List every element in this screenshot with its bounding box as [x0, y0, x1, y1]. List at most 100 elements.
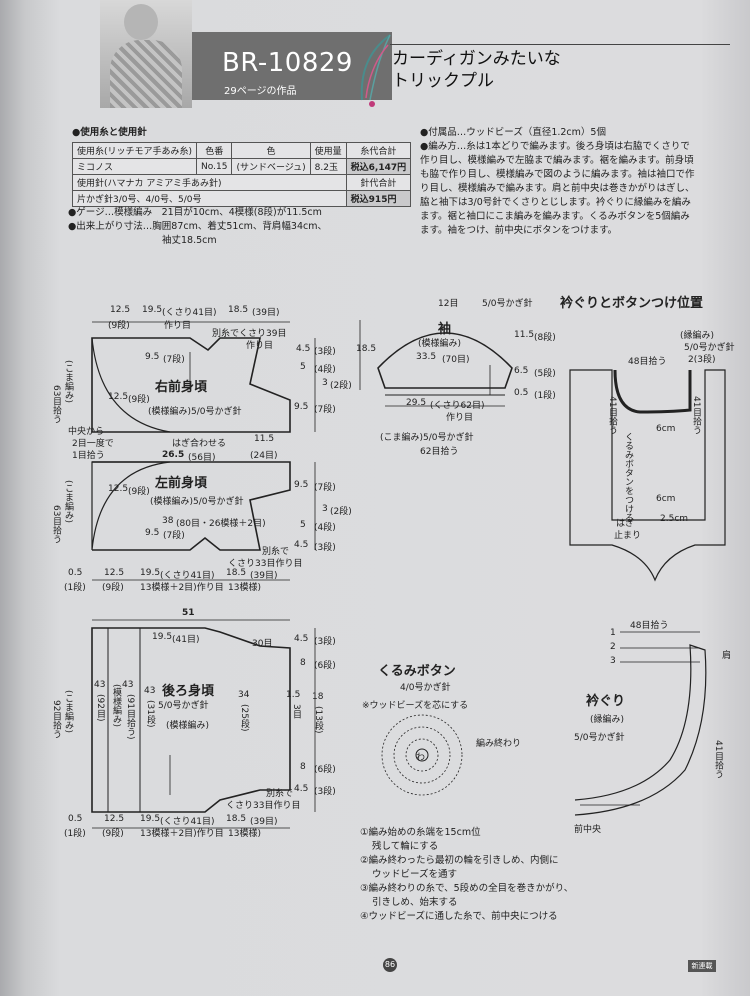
rf-center-note-1: 中央から [68, 427, 105, 437]
model-head [124, 4, 158, 40]
rf-dim-2: 19.5 [142, 305, 163, 315]
neck-end-2: 止まり [614, 531, 642, 541]
rf-center-note-3: 1目拾う [72, 451, 105, 461]
neck-edge-needle: 5/0号かぎ針 [684, 343, 735, 353]
back-right-3-rows: (13段) [313, 706, 323, 734]
lf-side-count: 63目拾う [51, 505, 61, 544]
button-step: ②編み終わったら最初の輪を引きしめ、内側に [360, 855, 559, 866]
instruction-line: ●編み方…糸は1本どりで編みます。後ろ身頃は右脇でくさりで [420, 141, 690, 152]
seam-width-2-sts: (24目) [250, 451, 278, 461]
lf-mid: 38 [162, 516, 174, 526]
back-bottom-4-sts: (39目) [250, 817, 278, 827]
back-needle: 5/0号かぎ針 [158, 701, 209, 711]
sleeve-title: 袖 [438, 322, 452, 337]
rf-right-3-rows: (2段) [330, 381, 352, 391]
sleeve-right-2: 6.5 [514, 366, 529, 376]
page-reference: 29ページの作品 [224, 86, 297, 97]
lf-bottom-3-chain: (くさり41目) [160, 571, 215, 581]
neck-end-1: はぎ [616, 519, 635, 529]
sleeve-bottom-chain: (くさり62目) [430, 401, 485, 411]
rf-inner-1-rows: (7段) [163, 355, 185, 365]
seam-width-2: 11.5 [254, 434, 275, 444]
lf-right-3-rows: (4段) [314, 523, 336, 533]
lf-right-4-rows: (3段) [314, 543, 336, 553]
collar-row-1: 1 [610, 628, 616, 638]
back-bottom-1-rows: (1段) [64, 829, 86, 839]
sleeve-top: 12目 [438, 299, 459, 309]
back-bottom-3-chain: (くさり41目) [160, 817, 215, 827]
lf-bottom-2-rows: (9段) [102, 583, 124, 593]
lf-right-2: 3 [322, 504, 328, 514]
rf-note-cast: 作り目 [246, 341, 274, 351]
finished-size: ●出来上がり寸法…胸囲87cm、着丈51cm、背肩幅34cm、 [68, 221, 327, 232]
back-h1: 43 [94, 680, 106, 690]
rf-dim-3-sts: (39目) [252, 308, 280, 318]
collar-side: 41目拾う [713, 740, 723, 779]
neck-top: 48目拾う [628, 357, 667, 367]
button-step: ③編み終わりの糸で、5段めの全目を巻きかがり、 [360, 883, 574, 894]
lf-inner-1-rows: (9段) [128, 487, 150, 497]
instruction-line: ます。裾と袖口にこま編みを編みます。くるみボタンを5個編み [420, 211, 690, 222]
back-bottom-2: 12.5 [104, 814, 125, 824]
lf-right-4: 4.5 [294, 540, 309, 550]
sleeve-outline [377, 332, 513, 389]
back-h4: 34 [238, 690, 250, 700]
button-start-ring: わ [416, 753, 426, 763]
back-right-1: 4.5 [294, 634, 309, 644]
seam-width: 26.5 [162, 450, 185, 460]
button-step: ウッドビーズを通す [372, 869, 458, 880]
back-h5: 1.5 [286, 690, 301, 700]
lf-inner-2-rows: (7段) [163, 531, 185, 541]
lf-note-2: くさり33目作り目 [228, 559, 303, 569]
neck-layout-title: 衿ぐりとボタンつけ位置 [560, 296, 704, 311]
lf-bottom-4-sts: (39目) [250, 571, 278, 581]
rf-dim-3: 18.5 [228, 305, 249, 315]
rf-inner-2-rows: (9段) [128, 395, 150, 405]
lf-bottom-3-cast: 13模様＋2目)作り目 [140, 583, 224, 593]
back-h2-sts: (91目拾う) [125, 694, 135, 740]
rf-inner-1: 9.5 [145, 352, 160, 362]
back-h2: 43 [122, 680, 134, 690]
instruction-line: り目し、模様編みで編みます。肩と前中央は巻きかがりはぎし、 [420, 183, 695, 194]
lf-bottom-2: 12.5 [104, 568, 125, 578]
back-right-4-rows: (6段) [314, 765, 336, 775]
sleeve-height: 18.5 [356, 344, 377, 354]
rf-side-count: 63目拾う [51, 385, 61, 424]
rf-pattern: (模様編み)5/0号かぎ針 [148, 407, 242, 417]
series-stamp: 新連載 [688, 960, 716, 972]
neck-right: 41目拾う [691, 396, 701, 435]
back-pattern: (模様編み) [166, 721, 210, 731]
sleeve-pattern: (模様編み) [418, 339, 462, 349]
right-front-title: 右前身頃 [155, 380, 208, 395]
lf-bottom-3: 19.5 [140, 568, 161, 578]
sleeve-length: 袖丈18.5cm [162, 235, 217, 246]
rf-dim-2-cast: 作り目 [164, 321, 192, 331]
button-title: くるみボタン [378, 664, 456, 679]
needle-total: 税込915円 [345, 190, 412, 207]
sleeve-bottom: 29.5 [406, 398, 427, 408]
pattern-title: カーディガンみたいな トリックプル [392, 48, 561, 92]
back-right-3: 18 [312, 692, 324, 702]
collar-shoulder: 肩 [722, 651, 732, 661]
button-step: ④ウッドビーズに通した糸で、前中央につける [360, 911, 558, 922]
back-dim-1-sts: (41目) [172, 635, 200, 645]
rf-center-note-2: 2目一度で [72, 439, 114, 449]
sleeve-right-2-rows: (5段) [534, 369, 556, 379]
lf-bottom-1: 0.5 [68, 568, 83, 578]
lf-right-3: 5 [300, 520, 306, 530]
button-needle: 4/0号かぎ針 [400, 683, 451, 693]
neck-edge-rows: 2(3段) [688, 355, 716, 365]
back-h5-sts: 3目 [291, 704, 301, 719]
page-number: 86 [383, 958, 397, 972]
back-h1-sts: (92目) [95, 694, 105, 722]
gauge: ●ゲージ…模様編み 21目が10cm、4模様(8段)が11.5cm [68, 207, 322, 218]
back-right-4: 8 [300, 762, 306, 772]
neck-edge-label: (縁編み) [680, 331, 715, 341]
rf-right-1-rows: (3段) [314, 347, 336, 357]
lf-side-label: (こま編み) [63, 480, 73, 524]
back-bottom-4-pat: 13模様) [228, 829, 261, 839]
sleeve-width: 33.5 [416, 352, 437, 362]
neck-6cm-a: 6cm [656, 424, 676, 434]
rf-dim-1-rows: (9段) [108, 321, 130, 331]
